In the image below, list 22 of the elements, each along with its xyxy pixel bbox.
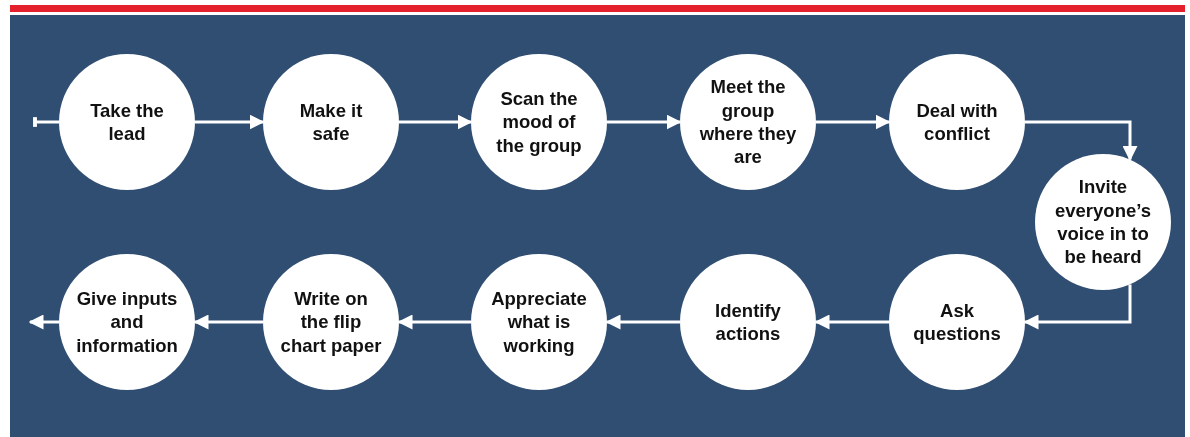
arrow [28,314,59,330]
arrow [397,314,471,330]
arrow [1023,284,1132,330]
arrow [195,114,265,130]
step-label: Ask questions [912,298,1002,346]
arrow [1025,120,1138,162]
step-label: Give inputs and information [76,286,178,358]
step-label: Invite everyone’s voice in to be heard [1054,175,1152,269]
step-label: Scan the mood of the group [495,86,583,158]
step-label: Meet the group where they are [698,75,798,169]
step-label: Write on the flip chart paper [280,286,382,358]
arrow [814,314,889,330]
step-label: Appreciate what is working [490,286,588,358]
arrow [399,114,473,130]
arrow [816,114,891,130]
arrow [193,314,263,330]
arrow [607,114,682,130]
step-label: Take the lead [89,98,165,146]
arrow [605,314,680,330]
step-label: Make it safe [298,98,364,146]
step-label: Deal with conflict [915,98,999,146]
step-label: Identify actions [714,298,782,346]
